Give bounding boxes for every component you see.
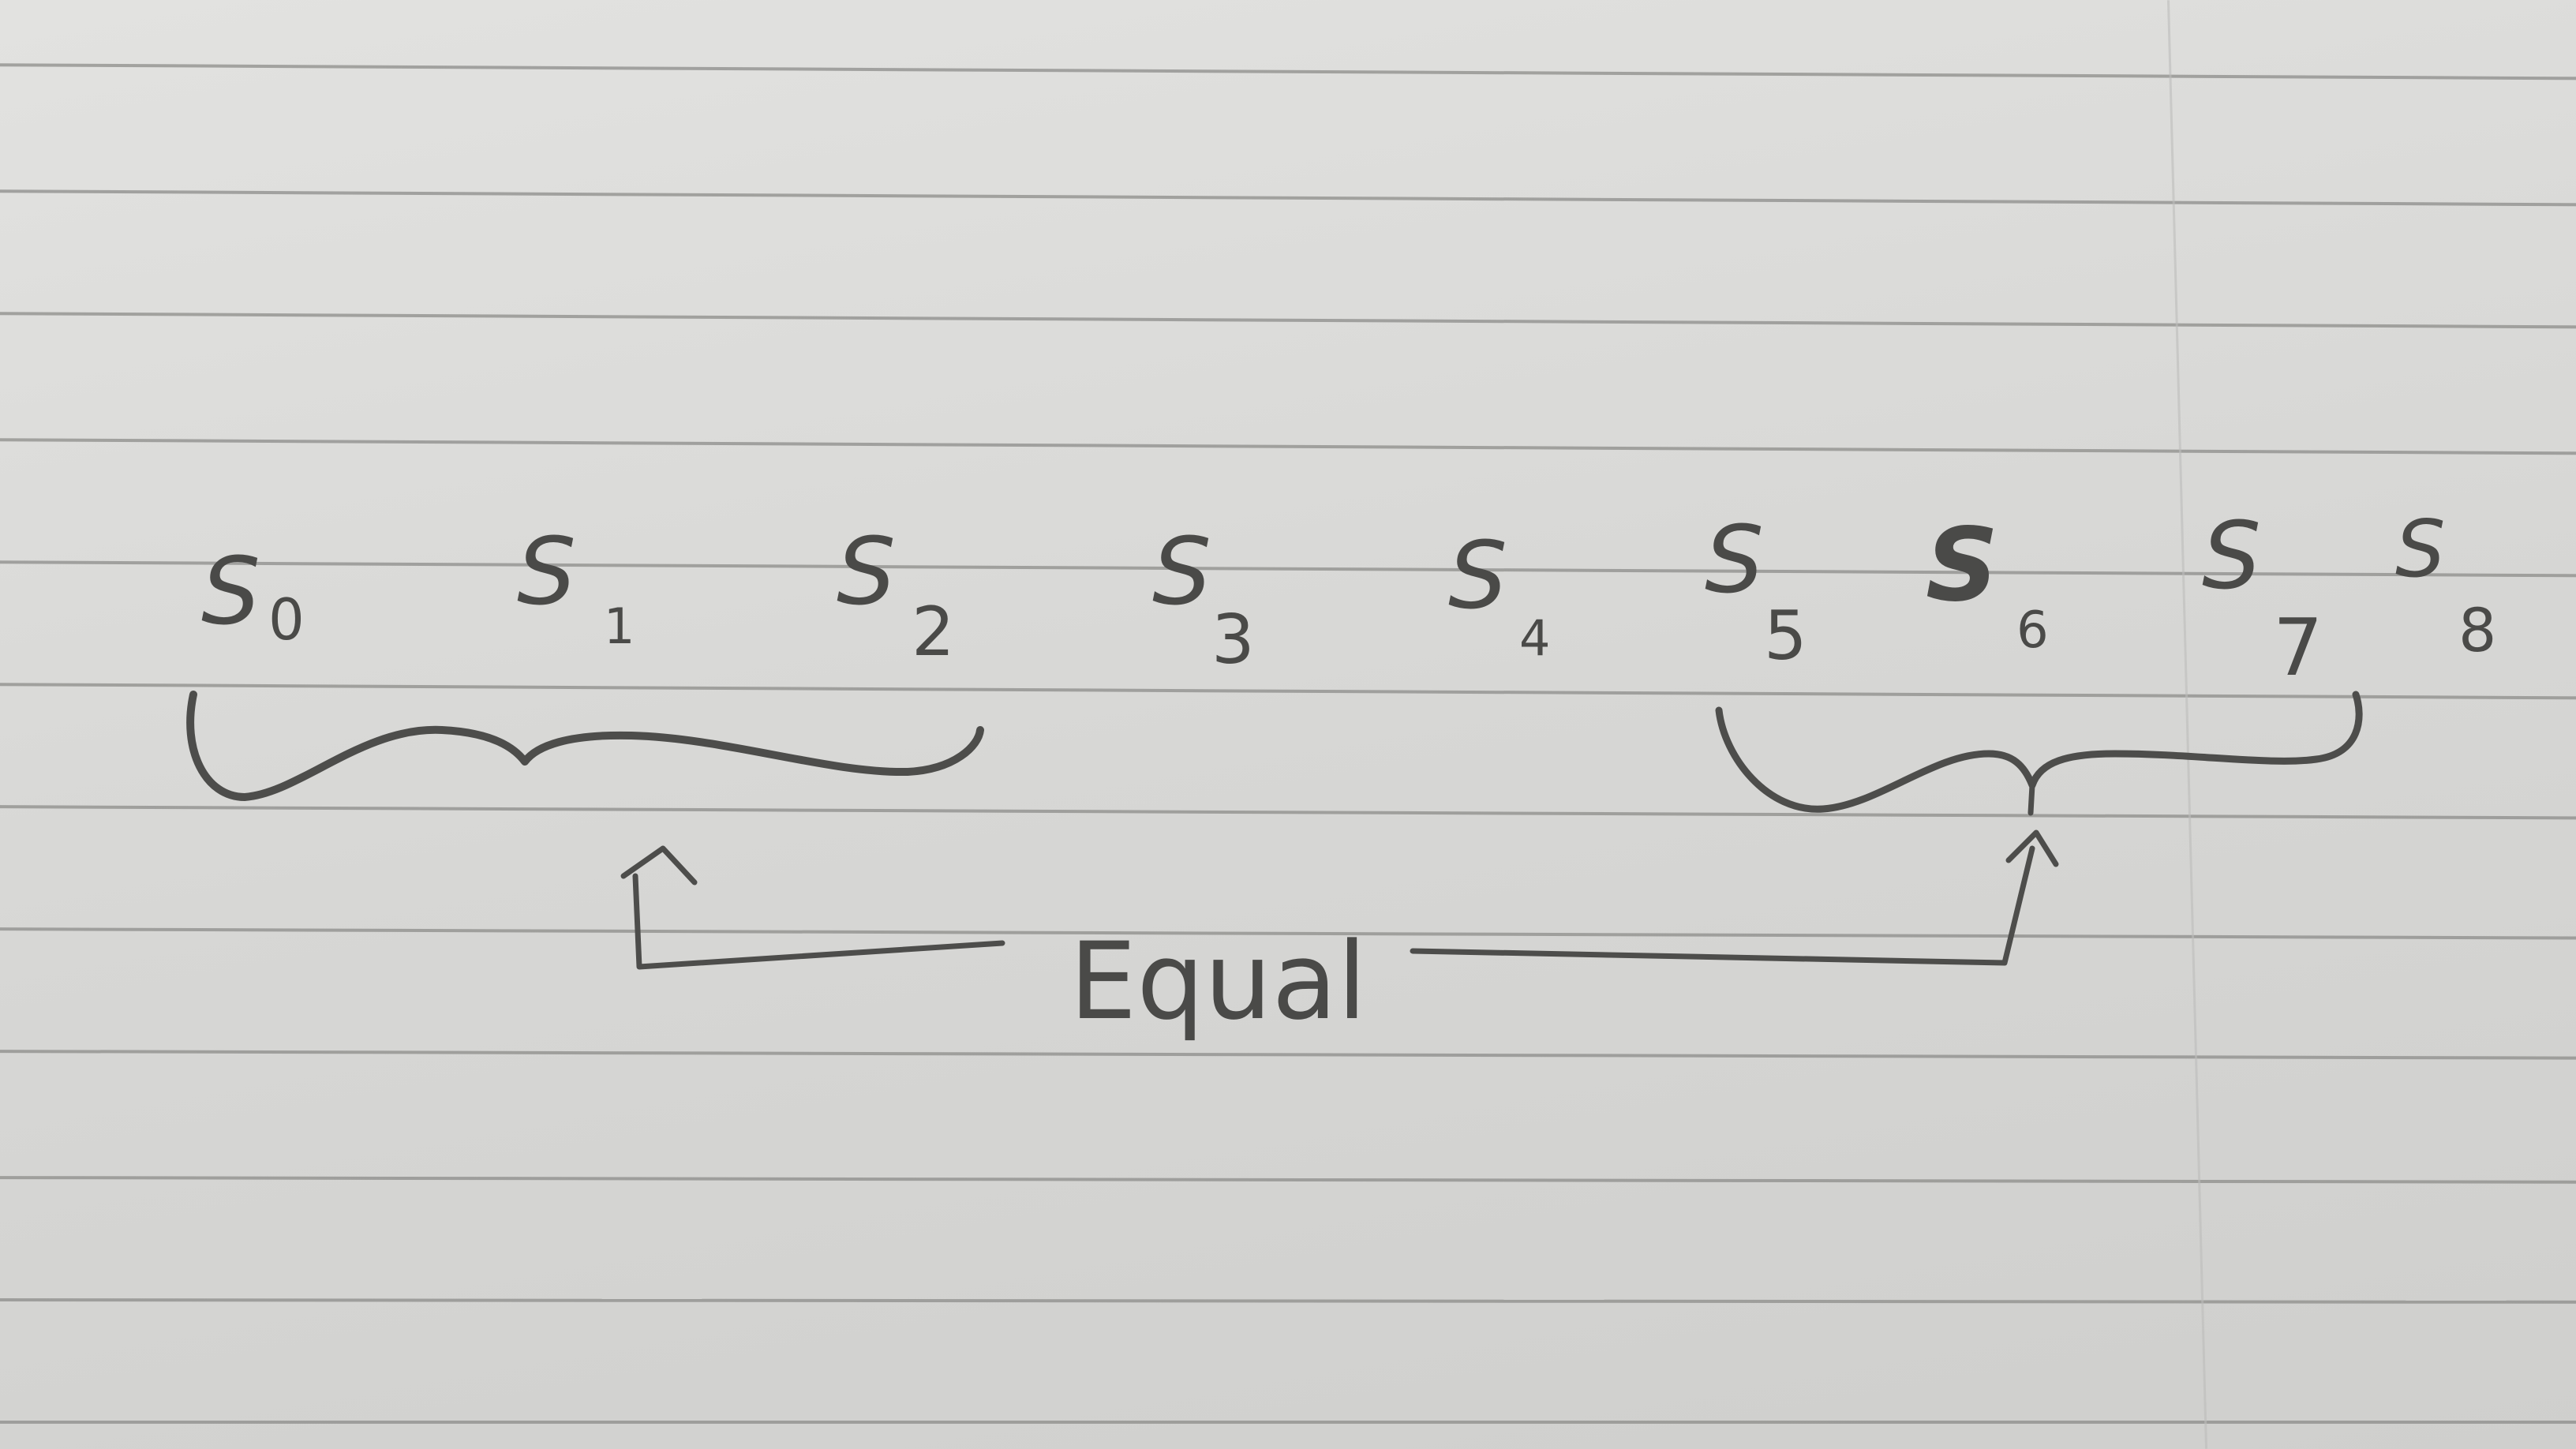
term-subscript: 5 xyxy=(1764,597,1807,676)
left-arrow-line xyxy=(632,873,1005,970)
term-letter: S xyxy=(2395,503,2445,595)
term-letter: S xyxy=(1705,505,1764,614)
right-arrow-head xyxy=(2005,829,2059,867)
term-letter: S xyxy=(201,537,260,646)
term-s4: S 4 xyxy=(1448,521,1550,667)
term-letter: S xyxy=(1926,507,1998,624)
term-subscript: 4 xyxy=(1519,609,1550,667)
term-letter: S xyxy=(837,517,896,626)
term-subscript: 3 xyxy=(1211,601,1255,680)
ruled-line xyxy=(0,1421,2576,1424)
right-brace-stem xyxy=(2027,782,2035,816)
term-s1: S 1 xyxy=(517,517,635,655)
term-letter: S xyxy=(1152,517,1211,626)
term-subscript: 2 xyxy=(912,593,955,672)
term-s2: S 2 xyxy=(837,517,955,672)
left-arrow-head xyxy=(620,845,698,886)
left-brace xyxy=(186,691,984,801)
term-subscript: 7 xyxy=(2273,601,2323,694)
term-s8: S 8 xyxy=(2395,503,2496,665)
term-subscript: 8 xyxy=(2458,595,2496,665)
term-letter: S xyxy=(517,517,576,626)
term-letter: S xyxy=(2202,501,2261,610)
term-letter: S xyxy=(1448,521,1507,630)
term-subscript: 1 xyxy=(604,597,635,655)
sequence-terms: S 0 S 1 S 2 S 3 S 4 S 5 S 6 S 7 xyxy=(201,501,2496,694)
term-s0: S 0 xyxy=(201,537,305,653)
term-s3: S 3 xyxy=(1152,517,1255,680)
equal-label: Equal xyxy=(1069,919,1367,1043)
term-s7: S 7 xyxy=(2202,501,2323,694)
term-subscript: 6 xyxy=(2016,601,2049,660)
term-s5: S 5 xyxy=(1705,505,1807,676)
term-s6: S 6 xyxy=(1926,507,2049,660)
term-subscript: 0 xyxy=(268,586,305,653)
right-brace xyxy=(1715,691,2363,813)
right-arrow-line xyxy=(1410,845,2035,966)
